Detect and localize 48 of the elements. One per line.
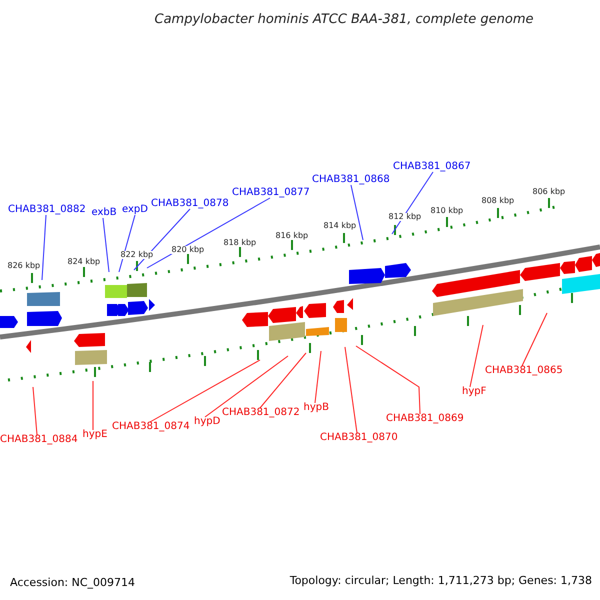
gene-label: CHAB381_0878: [151, 199, 229, 209]
gene-label: CHAB381_0868: [312, 175, 390, 185]
scale-label: 810 kbp: [430, 207, 464, 215]
scale-label: 824 kbp: [66, 258, 102, 266]
gene-label: hypB: [304, 403, 329, 413]
leader-line: [118, 214, 136, 272]
footer-text: Accession: NC_009714: [10, 577, 136, 588]
leader-line: [150, 360, 260, 422]
leader-line: [134, 208, 190, 270]
gene-label: CHAB381_0874: [112, 422, 190, 432]
gene-label: CHAB381_0872: [222, 408, 300, 418]
gene-label: hypF: [462, 387, 486, 397]
scale-label: 820 kbp: [170, 246, 206, 254]
leader-line: [356, 346, 420, 414]
scale-label: 812 kbp: [388, 213, 422, 221]
leader-line: [42, 214, 46, 280]
gene-label: exbB: [92, 208, 117, 218]
leader-line: [146, 198, 270, 268]
scale-label: 822 kbp: [120, 251, 154, 259]
leader-line: [314, 350, 322, 404]
scale-label: 826 kbp: [6, 262, 42, 270]
leader-line: [204, 356, 288, 418]
leader-line: [102, 218, 110, 272]
leader-line: [392, 172, 434, 234]
gene-label: CHAB381_0882: [8, 205, 86, 215]
title: Campylobacter hominis ATCC BAA-381, complete genome: [154, 13, 534, 26]
footer-text: Topology: circular; Length: 1,711,273 bp; Genes: 1,738: [290, 575, 592, 586]
gene-label: expD: [122, 205, 148, 215]
leader-line: [344, 346, 358, 434]
gene-label: CHAB381_0884: [0, 435, 78, 445]
gene-label: hypE: [82, 430, 108, 440]
scale-label: 816 kbp: [274, 232, 310, 240]
scale-label: 806 kbp: [532, 188, 566, 196]
leader-line: [32, 386, 38, 436]
gene-label: CHAB381_0870: [320, 433, 398, 443]
leader-line: [92, 380, 94, 430]
scale-label: 814 kbp: [322, 222, 358, 230]
leader-line: [350, 184, 364, 240]
leader-line: [522, 312, 548, 366]
leader-line: [470, 324, 484, 388]
gene-label: CHAB381_0865: [485, 366, 563, 376]
gene-label: hypD: [194, 417, 220, 427]
gene-label: CHAB381_0867: [393, 162, 471, 172]
gene-label: CHAB381_0869: [386, 414, 464, 424]
leader-line: [260, 352, 306, 408]
scale-label: 808 kbp: [480, 197, 516, 205]
gene-label: CHAB381_0877: [232, 188, 310, 198]
scale-label: 818 kbp: [222, 239, 258, 247]
